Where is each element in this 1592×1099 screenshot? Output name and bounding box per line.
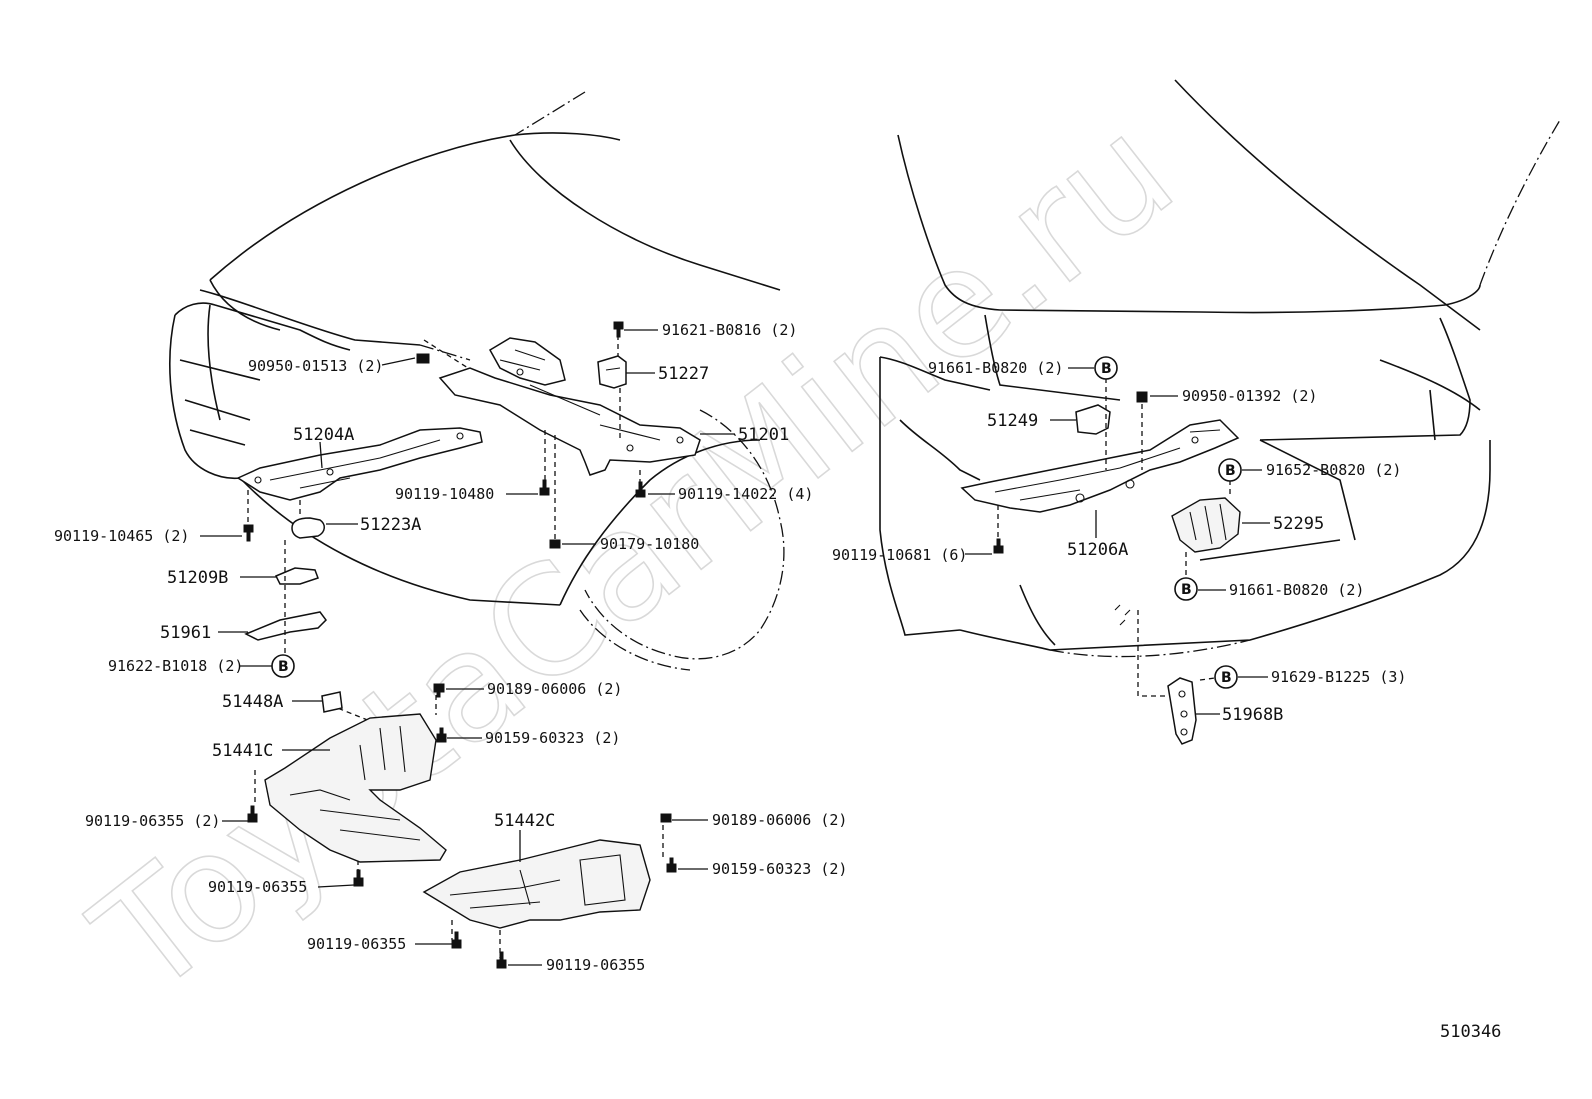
callout-b-letter: B — [1225, 463, 1236, 479]
front-car-body-outline — [169, 91, 785, 671]
callout-b-letter: B — [278, 659, 289, 675]
nut-icon — [416, 353, 430, 364]
bolt-icon — [247, 805, 258, 823]
bracket-51227 — [597, 355, 627, 389]
callout-b-icon — [1214, 665, 1238, 689]
label-51249: 51249 — [987, 411, 1038, 431]
label-51209B: 51209B — [167, 568, 228, 588]
bumper-pad-51249 — [1075, 404, 1111, 435]
label-90119-06355-a: 90119-06355 — [208, 878, 307, 896]
label-90119-06355-2: 90119-06355 (2) — [85, 812, 220, 830]
bolt-icon — [496, 951, 507, 969]
bolt-icon — [660, 813, 672, 823]
label-51968B: 51968B — [1222, 705, 1283, 725]
label-51204A: 51204A — [293, 425, 354, 445]
callout-b-letter: B — [1221, 670, 1232, 686]
label-51961: 51961 — [160, 623, 211, 643]
label-90119-14022: 90119-14022 (4) — [678, 485, 813, 503]
bolt-icon — [635, 481, 646, 498]
rear-car-body-outline — [879, 79, 1561, 658]
leader-lines-front — [200, 329, 735, 966]
clip-51448A — [321, 691, 343, 713]
label-90119-10465: 90119-10465 (2) — [54, 527, 189, 545]
bracket-52295 — [1171, 497, 1241, 553]
label-51442C: 51442C — [494, 811, 555, 831]
bolt-icon — [666, 857, 677, 873]
label-52295: 52295 — [1273, 514, 1324, 534]
crossmember-51201 — [438, 337, 701, 476]
bolt-icon — [243, 524, 254, 542]
fastener-icons-rear — [993, 391, 1148, 554]
callout-b-icon — [1094, 356, 1118, 380]
leader-lines-rear — [965, 367, 1270, 715]
label-91622-B1018: 91622-B1018 (2) — [108, 657, 243, 675]
label-90179-10180: 90179-10180 — [600, 535, 699, 553]
label-51441C: 51441C — [212, 741, 273, 761]
label-90950-01392: 90950-01392 (2) — [1182, 387, 1317, 405]
bolt-icon — [451, 931, 462, 949]
nut-icon — [549, 539, 561, 549]
label-51206A: 51206A — [1067, 540, 1128, 560]
frame-51204A — [236, 427, 483, 501]
label-51201: 51201 — [738, 425, 789, 445]
label-90159-60323-b: 90159-60323 (2) — [712, 860, 847, 878]
bolt-icon — [433, 683, 445, 698]
bracket-51968B — [1167, 677, 1197, 745]
label-90189-06006-a: 90189-06006 (2) — [487, 680, 622, 698]
label-90119-10681: 90119-10681 (6) — [832, 546, 967, 564]
under-cover-51441C — [264, 713, 447, 863]
bolt-icon — [436, 727, 447, 743]
label-90950-01513: 90950-01513 (2) — [248, 357, 383, 375]
plate-51961 — [244, 611, 327, 641]
pad-51223A — [291, 517, 325, 539]
callout-b-icon — [1218, 458, 1242, 482]
under-cover-51442C — [422, 839, 651, 929]
label-51227: 51227 — [658, 364, 709, 384]
callout-b-letter: B — [1101, 361, 1112, 377]
crossmember-51206A — [960, 419, 1240, 513]
label-51223A: 51223A — [360, 515, 421, 535]
label-91652-B0820: 91652-B0820 (2) — [1266, 461, 1401, 479]
label-90119-06355-b: 90119-06355 — [307, 935, 406, 953]
label-91621-B0816: 91621-B0816 (2) — [662, 321, 797, 339]
bolt-icon — [353, 869, 364, 887]
label-91661-B0820-a: 91661-B0820 (2) — [928, 359, 1063, 377]
part-labels: 91621-B0816 (2) 90950-01513 (2) 51227 51… — [54, 321, 1501, 1042]
diagram-id: 510346 — [1440, 1022, 1501, 1042]
label-90159-60323-a: 90159-60323 (2) — [485, 729, 620, 747]
label-91629-B1225: 91629-B1225 (3) — [1271, 668, 1406, 686]
label-51448A: 51448A — [222, 692, 283, 712]
label-90119-06355-c: 90119-06355 — [546, 956, 645, 974]
bolt-icon — [539, 479, 550, 496]
callout-b-icon — [1174, 577, 1198, 601]
bracket-51209B — [274, 567, 319, 585]
label-90189-06006-b: 90189-06006 (2) — [712, 811, 847, 829]
callout-b-icons-rear: B B B B — [1094, 356, 1242, 689]
callout-b-letter: B — [1181, 582, 1192, 598]
nut-icon — [1136, 391, 1148, 403]
label-91661-B0820-b: 91661-B0820 (2) — [1229, 581, 1364, 599]
fastener-icons-front — [243, 321, 677, 969]
bolt-icon — [613, 321, 624, 338]
bolt-icon — [993, 538, 1004, 554]
label-90119-10480: 90119-10480 — [395, 485, 494, 503]
